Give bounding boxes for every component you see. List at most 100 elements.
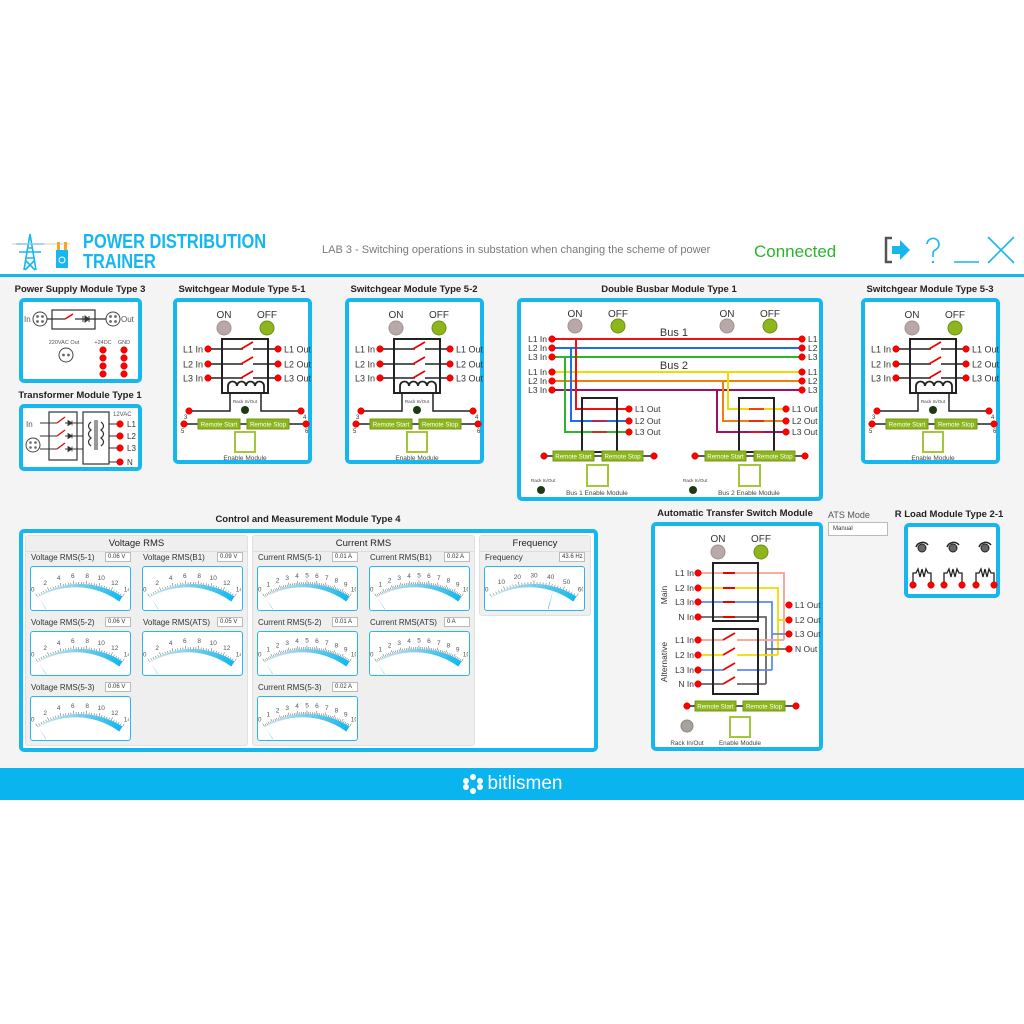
- terminal-dot[interactable]: [474, 420, 482, 428]
- terminal-dot[interactable]: [625, 405, 633, 413]
- terminal-dot[interactable]: [548, 386, 556, 394]
- off-button[interactable]: [431, 320, 447, 336]
- remote-stop-button[interactable]: Remote Stop: [246, 418, 290, 430]
- terminal-dot[interactable]: [694, 666, 702, 674]
- terminal-dot[interactable]: [990, 581, 998, 589]
- terminal-dot[interactable]: [274, 374, 282, 382]
- off-button[interactable]: [753, 544, 769, 560]
- terminal-dot[interactable]: [116, 444, 124, 452]
- off-button[interactable]: [610, 318, 626, 334]
- terminal-dot[interactable]: [985, 407, 993, 415]
- terminal-dot[interactable]: [683, 702, 691, 710]
- remote-stop-button[interactable]: Remote Stop: [742, 700, 786, 712]
- remote-start-button[interactable]: Remote Start: [552, 450, 595, 462]
- terminal-dot[interactable]: [962, 360, 970, 368]
- remote-start-button[interactable]: Remote Start: [197, 418, 241, 430]
- terminal-dot[interactable]: [204, 360, 212, 368]
- off-button[interactable]: [259, 320, 275, 336]
- terminal-dot[interactable]: [446, 374, 454, 382]
- remote-stop-button[interactable]: Remote Stop: [601, 450, 644, 462]
- on-button[interactable]: [216, 320, 232, 336]
- terminal-dot[interactable]: [694, 651, 702, 659]
- terminal-dot[interactable]: [694, 613, 702, 621]
- on-button[interactable]: [567, 318, 583, 334]
- load-knob[interactable]: [980, 543, 990, 553]
- terminal-dot[interactable]: [204, 374, 212, 382]
- terminal-dot[interactable]: [972, 581, 980, 589]
- terminal-dot[interactable]: [798, 344, 806, 352]
- terminal-dot[interactable]: [625, 417, 633, 425]
- terminal-dot[interactable]: [120, 362, 128, 370]
- terminal-dot[interactable]: [99, 362, 107, 370]
- terminal-dot[interactable]: [927, 581, 935, 589]
- terminal-dot[interactable]: [469, 407, 477, 415]
- terminal-dot[interactable]: [180, 420, 188, 428]
- terminal-dot[interactable]: [185, 407, 193, 415]
- terminal-dot[interactable]: [352, 420, 360, 428]
- terminal-dot[interactable]: [785, 601, 793, 609]
- terminal-dot[interactable]: [940, 581, 948, 589]
- terminal-dot[interactable]: [357, 407, 365, 415]
- socket-icon[interactable]: [105, 311, 121, 327]
- terminal-dot[interactable]: [691, 452, 699, 460]
- enable-module-checkbox[interactable]: [586, 464, 609, 487]
- terminal-dot[interactable]: [798, 377, 806, 385]
- terminal-dot[interactable]: [792, 702, 800, 710]
- on-button[interactable]: [388, 320, 404, 336]
- terminal-dot[interactable]: [868, 420, 876, 428]
- remote-start-button[interactable]: Remote Start: [885, 418, 929, 430]
- terminal-dot[interactable]: [302, 420, 310, 428]
- terminal-dot[interactable]: [99, 354, 107, 362]
- terminal-dot[interactable]: [694, 598, 702, 606]
- terminal-dot[interactable]: [873, 407, 881, 415]
- terminal-dot[interactable]: [446, 360, 454, 368]
- remote-stop-button[interactable]: Remote Stop: [753, 450, 796, 462]
- terminal-dot[interactable]: [990, 420, 998, 428]
- remote-start-button[interactable]: Remote Start: [694, 700, 737, 712]
- socket-icon[interactable]: [58, 347, 74, 363]
- terminal-dot[interactable]: [892, 345, 900, 353]
- load-knob[interactable]: [917, 543, 927, 553]
- terminal-dot[interactable]: [120, 354, 128, 362]
- on-button[interactable]: [904, 320, 920, 336]
- terminal-dot[interactable]: [782, 405, 790, 413]
- terminal-dot[interactable]: [297, 407, 305, 415]
- socket-icon[interactable]: [25, 437, 41, 453]
- terminal-dot[interactable]: [694, 584, 702, 592]
- load-knob[interactable]: [948, 543, 958, 553]
- terminal-dot[interactable]: [116, 420, 124, 428]
- terminal-dot[interactable]: [694, 569, 702, 577]
- enable-module-checkbox[interactable]: [234, 431, 256, 453]
- terminal-dot[interactable]: [909, 581, 917, 589]
- terminal-dot[interactable]: [962, 374, 970, 382]
- terminal-dot[interactable]: [694, 636, 702, 644]
- terminal-dot[interactable]: [785, 630, 793, 638]
- help-icon[interactable]: [918, 234, 948, 266]
- terminal-dot[interactable]: [962, 345, 970, 353]
- terminal-dot[interactable]: [548, 335, 556, 343]
- terminal-dot[interactable]: [548, 353, 556, 361]
- terminal-dot[interactable]: [548, 344, 556, 352]
- minimize-icon[interactable]: [952, 234, 982, 266]
- ats-mode-select[interactable]: Manual: [828, 522, 888, 536]
- terminal-dot[interactable]: [548, 377, 556, 385]
- terminal-dot[interactable]: [99, 370, 107, 378]
- remote-start-button[interactable]: Remote Start: [704, 450, 747, 462]
- remote-stop-button[interactable]: Remote Stop: [418, 418, 462, 430]
- terminal-dot[interactable]: [376, 374, 384, 382]
- terminal-dot[interactable]: [274, 345, 282, 353]
- logout-icon[interactable]: [882, 234, 912, 266]
- terminal-dot[interactable]: [798, 353, 806, 361]
- enable-module-checkbox[interactable]: [922, 431, 944, 453]
- enable-module-checkbox[interactable]: [738, 464, 761, 487]
- terminal-dot[interactable]: [376, 345, 384, 353]
- terminal-dot[interactable]: [892, 374, 900, 382]
- terminal-dot[interactable]: [204, 345, 212, 353]
- terminal-dot[interactable]: [958, 581, 966, 589]
- on-button[interactable]: [710, 544, 726, 560]
- terminal-dot[interactable]: [782, 428, 790, 436]
- terminal-dot[interactable]: [782, 417, 790, 425]
- terminal-dot[interactable]: [376, 360, 384, 368]
- terminal-dot[interactable]: [625, 428, 633, 436]
- terminal-dot[interactable]: [116, 432, 124, 440]
